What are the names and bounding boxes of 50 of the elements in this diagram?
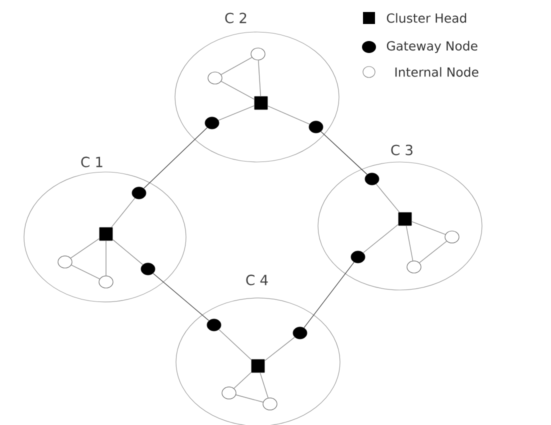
gateway-node: [132, 186, 146, 200]
connector-line: [71, 264, 100, 280]
internal-node: [208, 72, 222, 84]
connector-line: [320, 131, 368, 175]
connector-line: [112, 239, 144, 266]
cluster-head-square: [254, 96, 268, 110]
legend-text: Internal Node: [395, 67, 478, 77]
connector-line: [220, 57, 252, 75]
internal-node: [262, 398, 278, 410]
connector-line: [218, 329, 252, 360]
connector-line: [152, 272, 210, 321]
gateway-node: [206, 318, 222, 332]
gateway-node: [364, 172, 380, 186]
connector-line: [70, 238, 100, 258]
connector-line: [411, 221, 446, 235]
connector-line: [258, 60, 261, 97]
connector-line: [218, 105, 255, 121]
cluster-label: C 4: [246, 274, 268, 286]
connector-line: [234, 372, 252, 389]
connector-line: [419, 240, 447, 264]
cluster-label: C 1: [81, 156, 102, 168]
connector-line: [143, 127, 208, 189]
cluster-head-square: [99, 227, 113, 241]
connector-line: [267, 106, 310, 125]
connector-line: [362, 224, 399, 254]
connector-line: [220, 81, 255, 100]
internal-node: [58, 256, 72, 268]
internal-node: [444, 230, 460, 244]
legend-text: Cluster Head: [386, 13, 466, 23]
cluster-label: C 3: [391, 144, 412, 156]
connector-line: [111, 198, 136, 228]
internal-node: [98, 276, 114, 288]
cluster-head-square: [251, 359, 265, 373]
internal-node: [406, 260, 422, 274]
connector-line: [406, 225, 414, 262]
gateway-node: [140, 262, 156, 276]
connector-line: [304, 262, 354, 328]
gateway-node: [308, 120, 324, 134]
connector-line: [236, 394, 264, 402]
internal-node: [222, 386, 236, 400]
connector-line: [264, 336, 296, 362]
legend-text: Gateway Node: [386, 40, 478, 54]
cluster-head-square: [398, 212, 412, 226]
connector-line: [376, 184, 400, 213]
internal-node: [250, 48, 266, 60]
gateway-node: [292, 326, 308, 340]
gateway-node: [350, 250, 366, 264]
gateway-node: [204, 116, 220, 130]
connector-line: [260, 372, 268, 398]
cluster-label: C 2: [225, 12, 246, 24]
